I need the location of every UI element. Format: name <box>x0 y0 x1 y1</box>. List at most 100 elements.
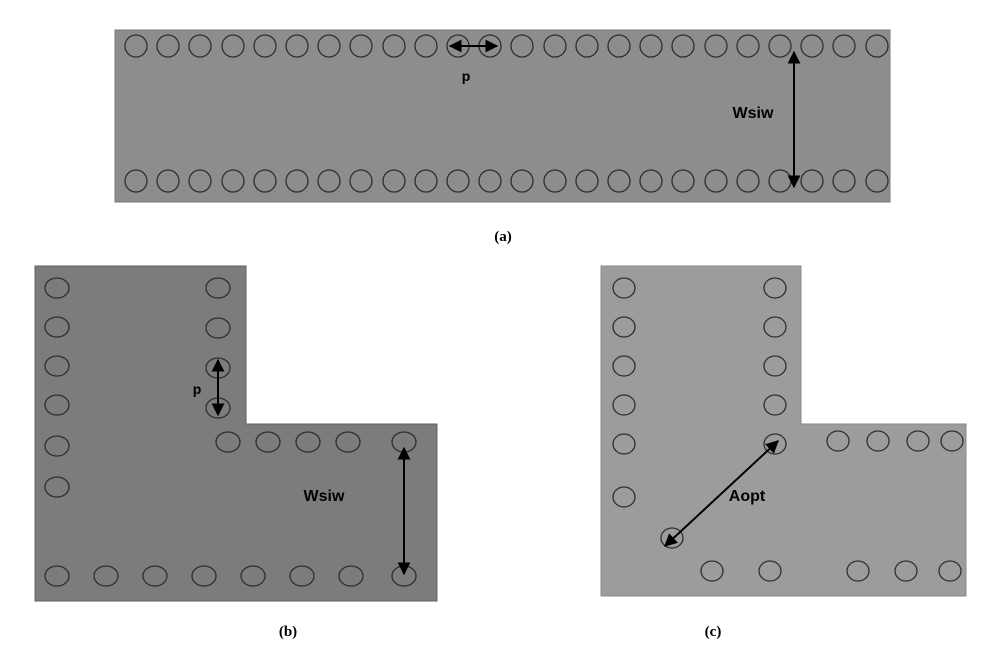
via-hole <box>349 34 373 58</box>
via-hole <box>866 430 890 452</box>
via-hole <box>253 34 277 58</box>
substrate-plate-a <box>114 29 891 203</box>
via-hole <box>414 34 438 58</box>
via-hole <box>940 430 964 452</box>
via-hole <box>124 169 148 193</box>
via-hole <box>736 169 760 193</box>
via-hole <box>763 316 787 338</box>
via-hole <box>44 277 70 299</box>
figure-c: Aopt (c) <box>600 265 967 640</box>
via-hole <box>612 277 636 299</box>
via-hole <box>612 433 636 455</box>
figure-caption-c: (c) <box>705 624 722 640</box>
via-hole <box>44 394 70 416</box>
via-hole <box>832 169 856 193</box>
via-hole <box>763 394 787 416</box>
via-hole <box>543 34 567 58</box>
via-hole <box>124 34 148 58</box>
via-hole <box>44 316 70 338</box>
via-hole <box>255 431 281 453</box>
via-hole <box>191 565 217 587</box>
via-hole <box>285 34 309 58</box>
via-hole <box>205 317 231 339</box>
via-hole <box>607 34 631 58</box>
aopt-dimension-label: Aopt <box>729 488 766 505</box>
via-hole <box>543 169 567 193</box>
via-hole <box>289 565 315 587</box>
via-hole <box>671 169 695 193</box>
substrate-plate-b <box>34 265 438 602</box>
via-hole <box>44 435 70 457</box>
via-hole <box>612 355 636 377</box>
via-hole <box>800 34 824 58</box>
via-hole <box>758 560 782 582</box>
via-hole <box>938 560 962 582</box>
via-hole <box>763 355 787 377</box>
via-hole <box>865 34 889 58</box>
via-hole <box>295 431 321 453</box>
via-hole <box>349 169 373 193</box>
via-hole <box>510 34 534 58</box>
via-hole <box>612 394 636 416</box>
via-hole <box>846 560 870 582</box>
via-hole <box>253 169 277 193</box>
via-hole <box>221 169 245 193</box>
via-hole <box>317 169 341 193</box>
via-hole <box>188 169 212 193</box>
figure-caption-a: (a) <box>494 229 512 245</box>
via-hole <box>865 169 889 193</box>
via-hole <box>44 565 70 587</box>
via-hole <box>575 169 599 193</box>
via-hole <box>414 169 438 193</box>
via-hole <box>188 34 212 58</box>
via-hole <box>575 34 599 58</box>
via-hole <box>736 34 760 58</box>
via-hole <box>317 34 341 58</box>
pitch-dimension-label: p <box>193 381 202 397</box>
aopt-dimension-arrow <box>664 440 779 547</box>
via-hole <box>510 169 534 193</box>
via-hole <box>240 565 266 587</box>
substrate-plate-c <box>600 265 967 597</box>
via-hole <box>763 277 787 299</box>
via-hole <box>335 431 361 453</box>
via-hole <box>639 34 663 58</box>
via-hole <box>93 565 119 587</box>
wsiw-dimension-label: Wsiw <box>304 488 345 505</box>
pitch-dimension-label: p <box>462 68 471 84</box>
via-hole <box>704 34 728 58</box>
via-hole <box>478 169 502 193</box>
via-hole <box>221 34 245 58</box>
via-hole <box>607 169 631 193</box>
via-hole <box>156 34 180 58</box>
via-hole <box>142 565 168 587</box>
via-hole <box>446 169 470 193</box>
via-hole <box>44 476 70 498</box>
via-hole <box>44 355 70 377</box>
via-hole <box>906 430 930 452</box>
via-hole <box>671 34 695 58</box>
via-hole <box>639 169 663 193</box>
via-hole <box>382 169 406 193</box>
via-hole <box>800 169 824 193</box>
via-hole <box>612 316 636 338</box>
via-hole <box>156 169 180 193</box>
via-hole <box>700 560 724 582</box>
via-hole <box>285 169 309 193</box>
figure-caption-b: (b) <box>279 624 297 640</box>
via-hole <box>382 34 406 58</box>
via-hole <box>704 169 728 193</box>
via-hole <box>215 431 241 453</box>
via-hole <box>894 560 918 582</box>
wsiw-dimension-label: Wsiw <box>733 105 774 122</box>
via-hole <box>832 34 856 58</box>
via-hole <box>338 565 364 587</box>
via-hole <box>612 486 636 508</box>
via-hole <box>205 277 231 299</box>
via-hole <box>826 430 850 452</box>
